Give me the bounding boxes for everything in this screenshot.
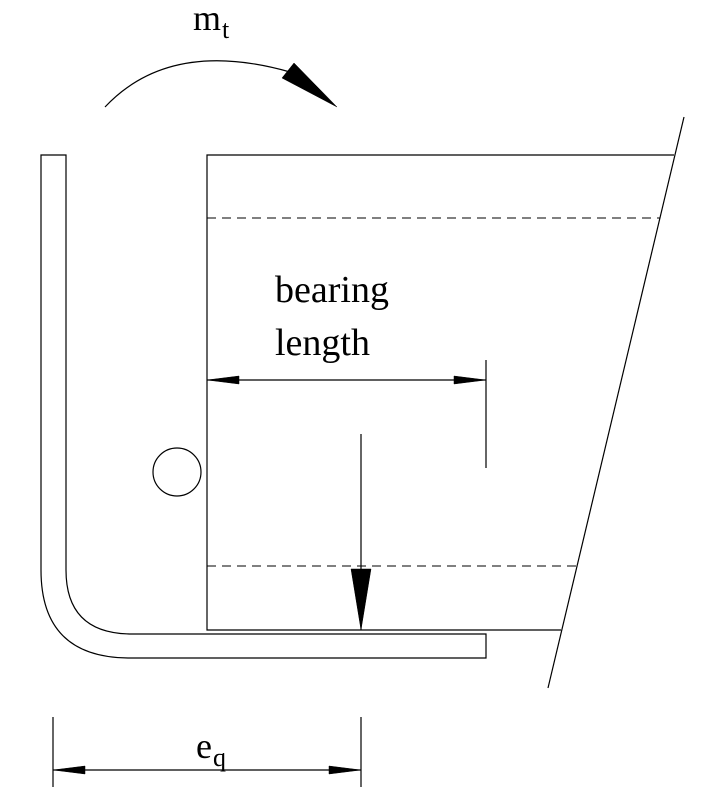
moment-label: mt bbox=[193, 0, 230, 44]
bearing-arrowhead-right bbox=[453, 375, 487, 385]
bearing-label-line1: bearing bbox=[275, 269, 389, 311]
seat-angle bbox=[40, 154, 487, 659]
beam-cut-line bbox=[547, 116, 685, 689]
bearing-label-line2: length bbox=[275, 322, 370, 364]
moment-arc bbox=[104, 60, 291, 108]
reaction-force-arrowhead bbox=[350, 568, 372, 631]
eccentricity-label: eq bbox=[196, 726, 226, 772]
bolt bbox=[152, 447, 202, 497]
moment-arrowhead bbox=[281, 62, 338, 108]
eccentricity-arrowhead-left bbox=[52, 765, 86, 775]
bearing-arrowhead-left bbox=[206, 375, 240, 385]
beam-outline bbox=[206, 154, 674, 631]
eccentricity-arrowhead-right bbox=[328, 765, 362, 775]
